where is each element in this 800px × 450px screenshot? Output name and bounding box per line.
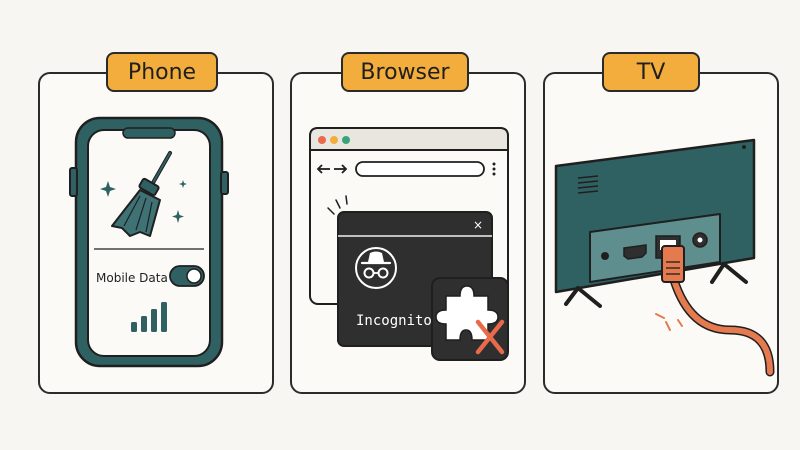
extension-disabled-tile <box>431 277 509 361</box>
browser-illustration: × Incognito <box>309 127 509 361</box>
phone-title: Phone <box>106 52 218 92</box>
incognito-label: Incognito <box>356 313 432 329</box>
close-icon[interactable]: × <box>473 218 483 232</box>
tv-title: TV <box>602 52 700 92</box>
sparkle-icon <box>172 210 184 223</box>
signal-bars-icon <box>131 302 167 332</box>
cross-icon <box>475 319 505 355</box>
hdmi-port-icon <box>623 244 647 260</box>
phone-illustration: Mobile Data <box>69 116 229 368</box>
broom-icon <box>111 151 172 237</box>
toggle-switch-icon[interactable] <box>169 265 205 287</box>
mobile-data-label: Mobile Data <box>96 271 168 285</box>
back-arrow-icon[interactable] <box>316 164 330 174</box>
incognito-icon <box>355 247 397 289</box>
menu-dots-icon[interactable] <box>492 162 496 176</box>
forward-arrow-icon[interactable] <box>334 164 348 174</box>
sparkle-icon <box>179 180 187 188</box>
ethernet-cable-icon <box>661 245 775 377</box>
sparkle-icon <box>100 181 116 197</box>
address-bar[interactable] <box>355 161 485 177</box>
tv-illustration <box>554 138 775 377</box>
browser-title: Browser <box>341 52 469 92</box>
coax-port-icon <box>692 232 708 248</box>
